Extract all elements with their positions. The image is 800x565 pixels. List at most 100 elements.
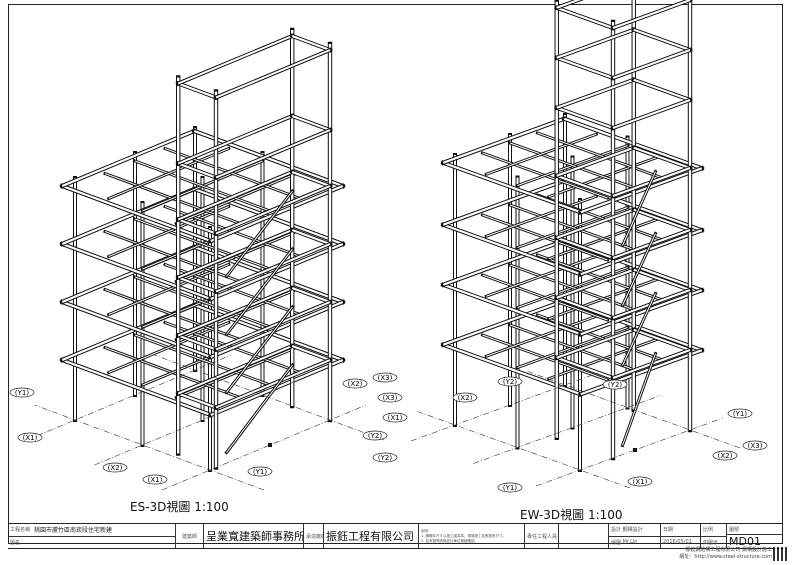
scale-value: 如圖示 (703, 539, 719, 546)
ew-tower-beam-face (556, 56, 614, 79)
architect-label: 建築師 (176, 524, 204, 548)
es-tower-beam-face (215, 185, 331, 235)
ew-tower-beam-face (556, 0, 581, 9)
es-tower-beam-face (177, 287, 293, 337)
axis-bubble (362, 430, 388, 441)
axis-label: (Y2) (608, 381, 622, 389)
es-tower-beam-face (177, 35, 293, 85)
axis-bubble (377, 392, 403, 403)
axis-bubble (9, 387, 35, 398)
axis-bubble (627, 476, 653, 487)
es-floor-beam-face (108, 206, 229, 257)
note-1: 1. 鋼構件尺寸以施工圖為準，現場施工前應核對尺寸。 (421, 533, 506, 538)
ew-edge-beam-face (442, 299, 565, 346)
ew-tower-beam-face (556, 6, 614, 29)
es-edge-beam-face (61, 300, 212, 359)
es-tower-beam-face (215, 129, 331, 179)
ew-tower-beam-face (633, 268, 691, 291)
es-tower-beam-face (177, 392, 217, 409)
date-value: 2016/05/01 (663, 539, 692, 546)
ew-stair-stringer-face (622, 353, 656, 446)
ew-tower-beam-face (633, 146, 691, 169)
qr-code (773, 547, 787, 561)
company-line: 振鈺鋼結構工程有限公司 鋼構設計施工 (685, 547, 772, 553)
axis-bubble (452, 392, 478, 403)
axis-label: (Y2) (368, 432, 382, 440)
axis-bubble (727, 408, 753, 419)
architect-name: 呈業寬建築師事務所 (204, 524, 304, 548)
axis-bubble (712, 450, 738, 461)
stamp-label: 專任工程人員 (525, 524, 559, 548)
axis-label: (X1) (388, 414, 403, 422)
axis-bubble (142, 474, 168, 485)
es-floor-beam-face (134, 334, 271, 386)
es-tower-beam-face (177, 345, 293, 395)
ew-tower-beam-face (633, 28, 691, 51)
ew-edge-beam-face (580, 229, 703, 276)
ew-edge-beam-face (442, 179, 565, 226)
axis-label: (X3) (378, 374, 393, 382)
ew-grid-line (410, 372, 599, 442)
design-value: 鋼構設計 (622, 527, 643, 534)
es-tower-beam-face (215, 359, 331, 409)
axis-label: (X1) (633, 478, 648, 486)
es-tower-beam-face (215, 243, 331, 293)
ew-tower-beam-face (633, 208, 691, 231)
es-floor-beam-face (134, 160, 271, 212)
axis-label: (Y2) (503, 378, 517, 386)
axis-label: (X1) (23, 434, 38, 442)
es-tower-beam-face (291, 35, 331, 51)
es-tower-beam-face (177, 334, 217, 351)
ew-tower-beam-face (612, 49, 691, 79)
ew-edge-beam-face (580, 289, 703, 336)
scale-label: 比例 (701, 524, 726, 537)
axis-label: (X2) (108, 464, 123, 472)
ew-tower-beam-face (612, 0, 691, 29)
ew-tower-beam-face (556, 146, 635, 177)
es-floor-beam-face (108, 264, 229, 315)
es-floor-beam-face (108, 148, 229, 199)
ew-grid-line (417, 411, 631, 489)
design-label: 設計 (611, 527, 622, 534)
es-tower-beam-face (177, 82, 217, 99)
axis-label: (Y1) (15, 389, 29, 397)
ew-tower-beam-face (556, 236, 614, 259)
ew-tower-beam-face (556, 78, 635, 109)
sheet-number: MD01 (729, 535, 761, 548)
ew-floor-beam-face (486, 133, 597, 175)
axis-bubble (102, 462, 128, 473)
axis-bubble (497, 482, 523, 493)
website-link[interactable]: 網址：http://www.steel-structure.com (679, 554, 772, 560)
axis-label: (X2) (348, 380, 363, 388)
draw-label: 繪圖 (611, 539, 622, 546)
ew-floor-beam-face (486, 315, 597, 357)
project-name: 桃園市蘆竹區南崁段住宅新建 (34, 527, 113, 535)
es-tower-beam-face (291, 115, 331, 131)
ew-grid-line (527, 371, 741, 449)
es-edge-beam-face (61, 129, 195, 188)
drawing-frame (8, 4, 783, 544)
es-tower-beam-face (177, 276, 217, 293)
es-floor-beam-face (108, 322, 229, 373)
axis-bubble (372, 452, 398, 463)
es-tower-beam-face (177, 162, 217, 179)
es-floor-beam-face (134, 276, 271, 328)
axis-label: (X1) (148, 476, 163, 484)
es-grid-line (94, 379, 299, 466)
draw-value: Mr.Lin (622, 539, 638, 546)
es-floor-beam-face (134, 218, 271, 270)
es-tower-beam-face (215, 49, 331, 99)
ew-edge-beam-face (442, 117, 565, 164)
es-tower-beam-face (291, 229, 331, 245)
axis-bubble (342, 378, 368, 389)
axis-label: (Y1) (503, 484, 517, 492)
es-edge-beam-face (61, 184, 212, 243)
view-title-ew: EW-3D視圖 1:100 (520, 508, 623, 522)
project-label: 工程名稱 (10, 527, 31, 534)
ew-tower-beam-face (633, 78, 691, 101)
es-tower-beam-face (177, 229, 293, 279)
es-stair-stringer-face (226, 306, 293, 393)
axis-label: (Y2) (378, 454, 392, 462)
ew-tower-beam-face (556, 356, 614, 379)
date-label: 日期 (661, 524, 700, 537)
